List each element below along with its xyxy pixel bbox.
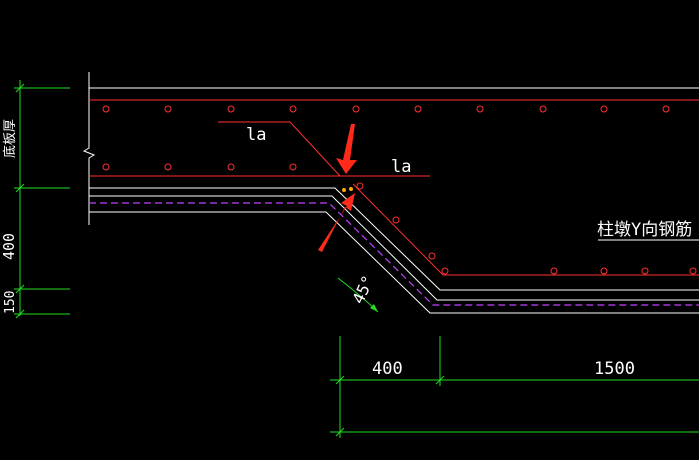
rebar-dot [164, 163, 172, 171]
rebar-dot [441, 267, 449, 275]
bottom-dim-1500-label: 1500 [594, 359, 635, 379]
left-dim-tick-1 [15, 83, 25, 93]
upper-anchorage-rebar [218, 121, 341, 177]
break-line [82, 72, 96, 225]
rebar-dot [600, 105, 608, 113]
rebar-dot [227, 163, 235, 171]
rebar-dot [600, 267, 608, 275]
left-dim-tick-4 [15, 309, 25, 319]
rebar-dot [476, 105, 484, 113]
step-line-lower [89, 211, 699, 314]
rebar-lines [89, 99, 699, 276]
rebar-dot [289, 163, 297, 171]
rebar-dot [392, 216, 400, 224]
left-dim-tick-3 [15, 284, 25, 294]
rebar-dots [102, 105, 697, 275]
rebar-dot [289, 105, 297, 113]
red-pointer-arrow-icon [318, 124, 357, 252]
left-dim-150-label: 150 [3, 291, 18, 314]
rebar-dot [227, 105, 235, 113]
callout-text: 柱墩Y向钢筋 [597, 220, 692, 240]
left-dim-400-label: 400 [0, 233, 18, 260]
rebar-dot [414, 105, 422, 113]
arrow-up-icon [318, 193, 355, 252]
angle-label: 45° [348, 272, 377, 306]
slab-outline [89, 87, 699, 314]
rebar-dot [428, 252, 436, 260]
step-line-upper [89, 187, 699, 291]
left-dimension-chain [14, 80, 70, 319]
dashed-membrane-line [89, 202, 699, 306]
sloped-rebar [352, 183, 699, 276]
rebar-dot [550, 267, 558, 275]
bottom-dim-tick-1 [335, 375, 345, 385]
rebar-dot [689, 267, 697, 275]
left-vertical-text: 底板厚 [2, 119, 18, 158]
rebar-dot [641, 267, 649, 275]
rebar-dot [662, 105, 670, 113]
rebar-dot [102, 163, 110, 171]
bottom-dim-400-label: 400 [372, 359, 403, 379]
la-label-upper: la [246, 125, 266, 145]
bottom-dim-tick-2 [435, 375, 445, 385]
rebar-dot [356, 182, 364, 190]
rebar-dot [539, 105, 547, 113]
rebar-dot [164, 105, 172, 113]
highlight-dot-1 [342, 188, 346, 192]
bottom-dimension-chain [330, 336, 699, 438]
angle-arrowhead [370, 304, 378, 312]
rebar-dot [352, 105, 360, 113]
rebar-dot [102, 105, 110, 113]
bottom-dim-tick-3 [335, 427, 345, 437]
la-label-lower: la [391, 157, 411, 177]
step-line-middle [89, 195, 699, 301]
highlight-dot-2 [349, 187, 353, 191]
left-dim-tick-2 [15, 183, 25, 193]
arrow-down-icon [336, 124, 357, 174]
